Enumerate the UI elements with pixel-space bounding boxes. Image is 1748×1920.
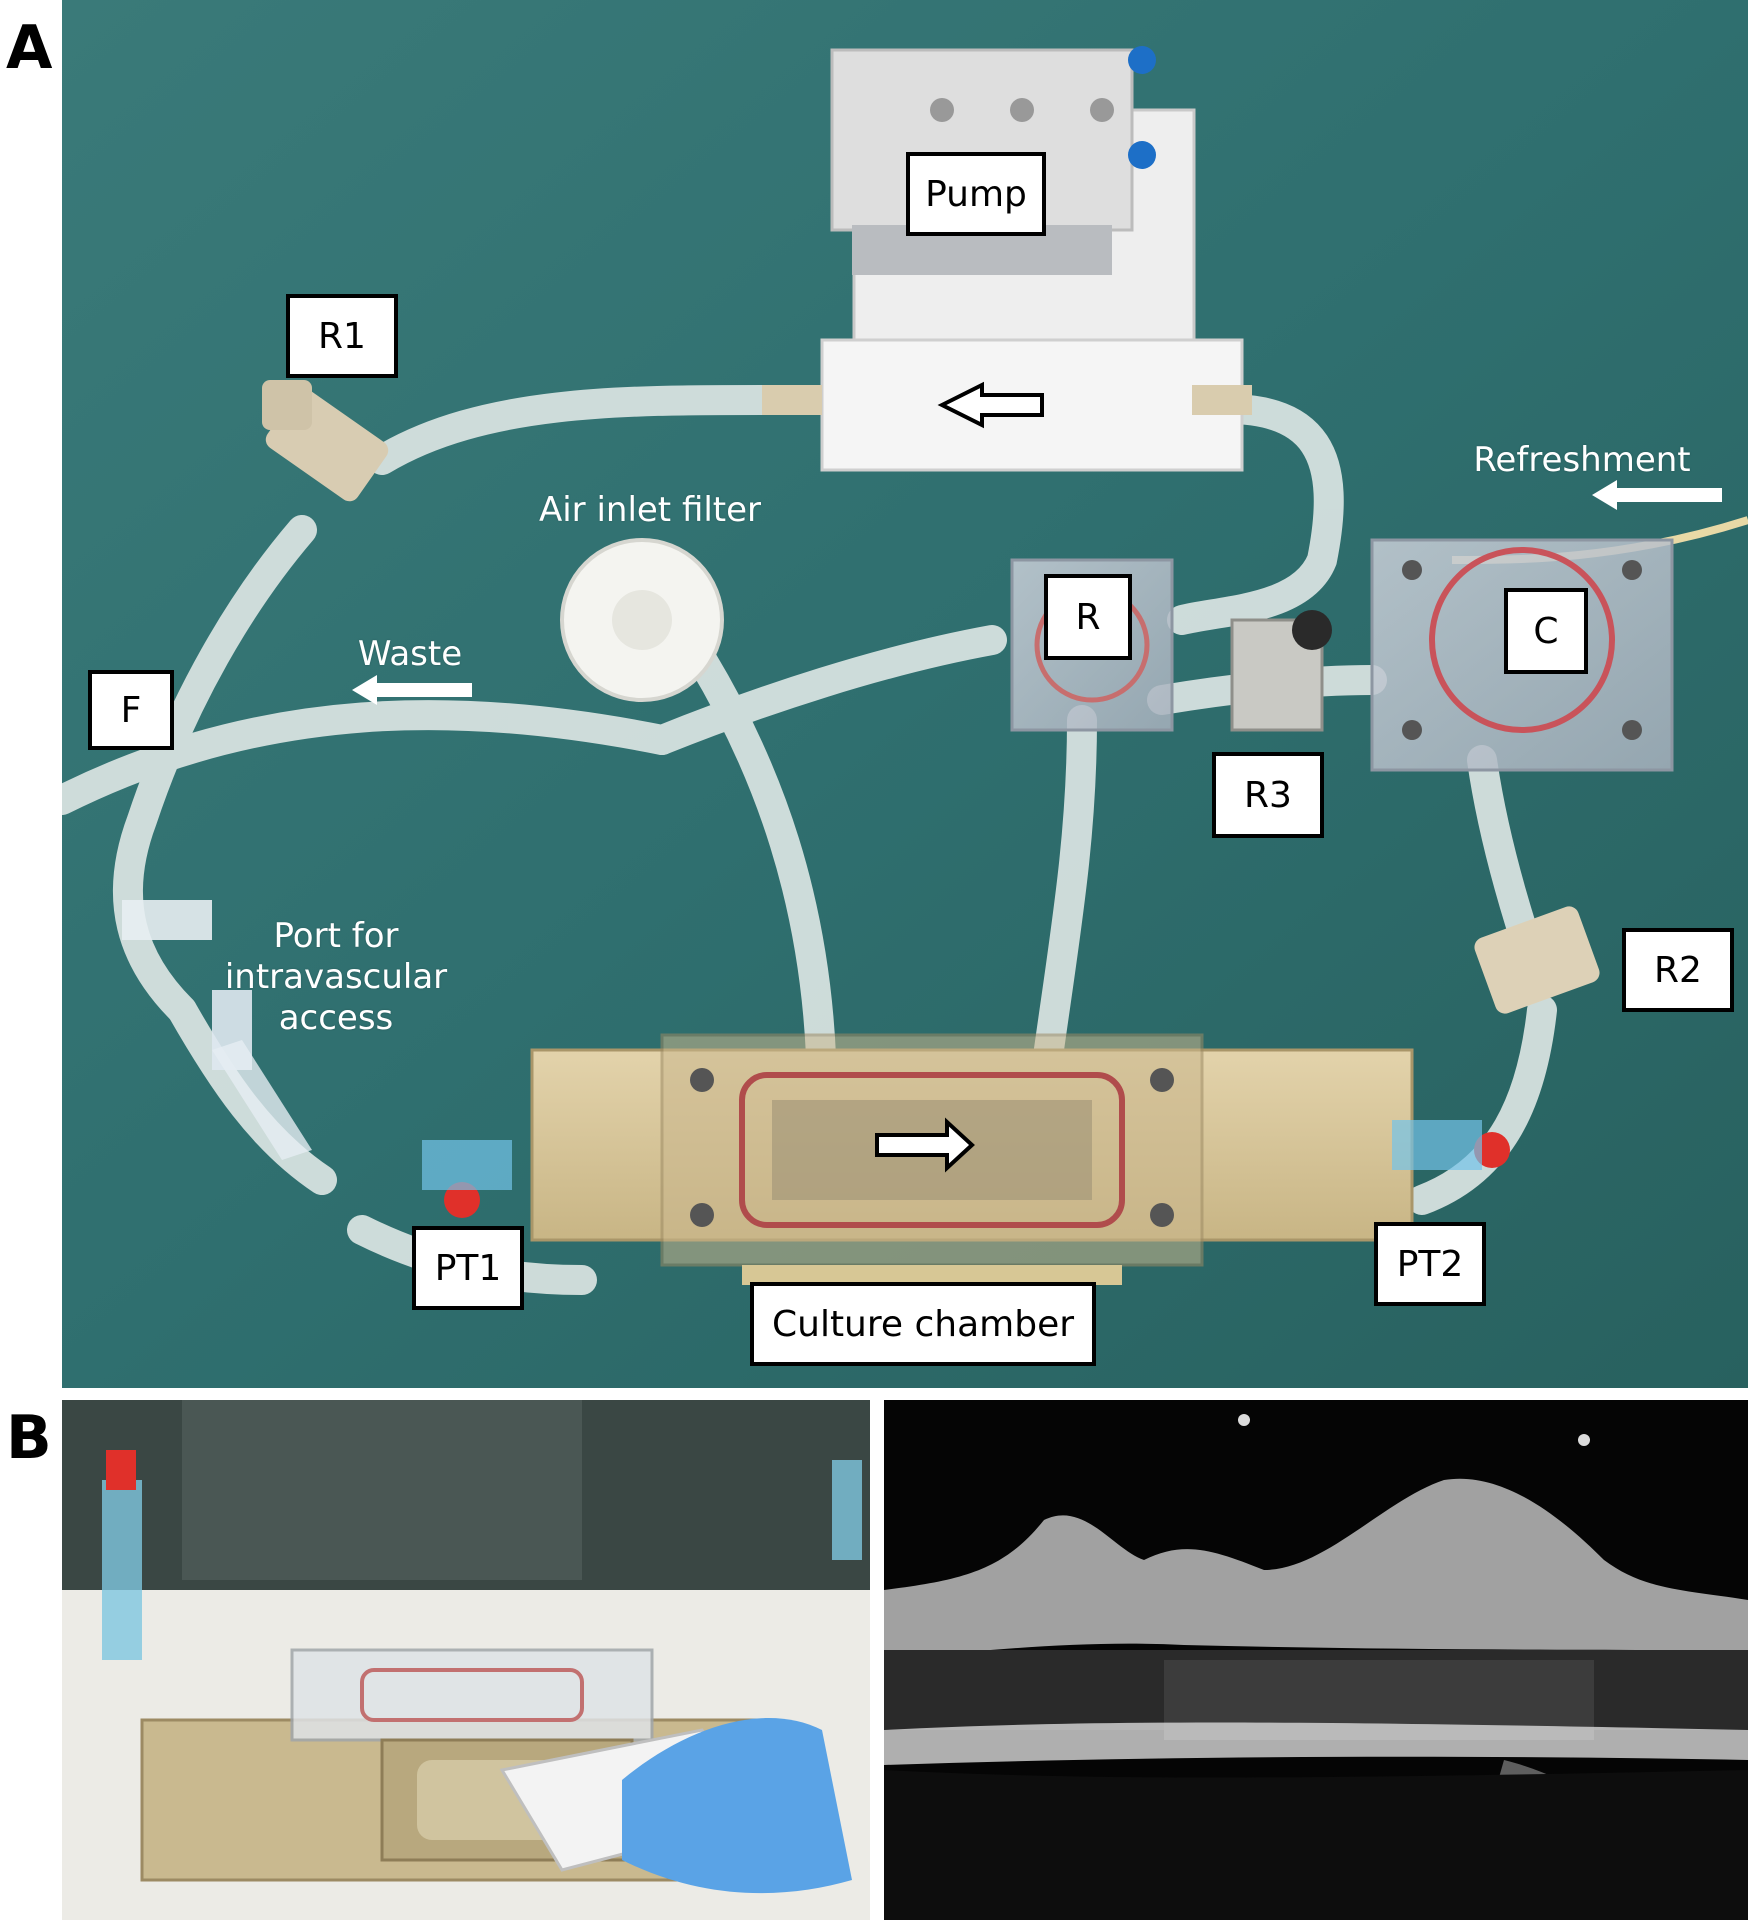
r3-label: R3 (1212, 752, 1324, 838)
waste-arrow (352, 675, 472, 705)
panel-letter-b: B (6, 1403, 52, 1473)
port-access-line-1: Port for (273, 916, 399, 956)
pt2-red-cap (1474, 1132, 1510, 1168)
culture-chamber-body (530, 1033, 1414, 1285)
air-inlet-filter-label: Air inlet filter (538, 490, 762, 530)
port-access-label: Port for intravascular access (216, 916, 456, 1038)
pump-label: Pump (906, 152, 1046, 236)
pt1-label: PT1 (412, 1226, 524, 1310)
ultrasound-probe-illustration (62, 1400, 870, 1920)
port-access-line-2: intravascular (224, 956, 448, 997)
chamber-flow-arrow (875, 1117, 975, 1173)
r2-label: R2 (1622, 928, 1734, 1012)
r1-label: R1 (286, 294, 398, 378)
panel-letter-a: A (6, 13, 53, 83)
f-label: F (88, 670, 174, 750)
port-access-line-3: access (278, 997, 394, 1038)
pt2-label: PT2 (1374, 1222, 1486, 1306)
r-label: R (1044, 574, 1132, 660)
port-stopcock (122, 900, 312, 1160)
air-inlet-filter (560, 538, 724, 702)
r2-clamp (1474, 906, 1600, 1014)
pt1-red-cap (444, 1182, 480, 1218)
ultrasound-illustration (884, 1400, 1748, 1920)
waste-label: Waste (357, 634, 463, 674)
refreshment-label: Refreshment (1473, 440, 1691, 480)
c-label: C (1504, 588, 1588, 674)
perfusion-setup-photo (62, 0, 1748, 1388)
culture-chamber-label: Culture chamber (750, 1282, 1096, 1366)
refreshment-arrow (1592, 480, 1722, 510)
ultrasound-probe-photo (62, 1400, 870, 1920)
pump-flow-arrow (937, 381, 1044, 429)
perfusion-setup-illustration (62, 0, 1748, 1388)
r1-clamp (262, 380, 389, 502)
ultrasound-image (884, 1400, 1748, 1920)
